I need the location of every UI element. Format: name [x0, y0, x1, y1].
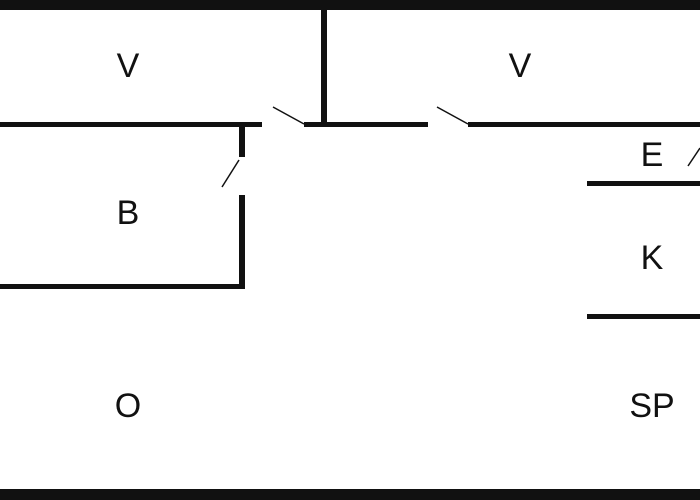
v-rooms-divider-wall — [321, 10, 327, 127]
corridor-wall-segment-2 — [304, 122, 428, 127]
door-swing-left-v — [272, 106, 305, 125]
door-swing-b — [221, 159, 240, 188]
room-label-v-right: V — [509, 47, 532, 85]
bottom-outer-wall — [0, 489, 700, 500]
b-room-bottom-wall — [0, 284, 245, 289]
room-label-sp: SP — [629, 387, 674, 425]
k-sp-divider-wall — [587, 314, 700, 319]
corridor-wall-segment-3 — [468, 122, 700, 127]
b-room-wall-upper — [239, 127, 245, 157]
door-swing-right-v — [436, 106, 469, 125]
e-k-divider-wall — [587, 181, 700, 186]
room-label-k: K — [641, 239, 664, 277]
door-swing-e — [687, 147, 700, 167]
corridor-wall-segment-1 — [0, 122, 262, 127]
room-label-b: B — [117, 194, 140, 232]
room-label-o: O — [115, 387, 141, 425]
b-room-wall-lower — [239, 195, 245, 289]
room-label-v-left: V — [117, 47, 140, 85]
top-outer-wall — [0, 0, 700, 10]
room-label-e: E — [641, 136, 664, 174]
